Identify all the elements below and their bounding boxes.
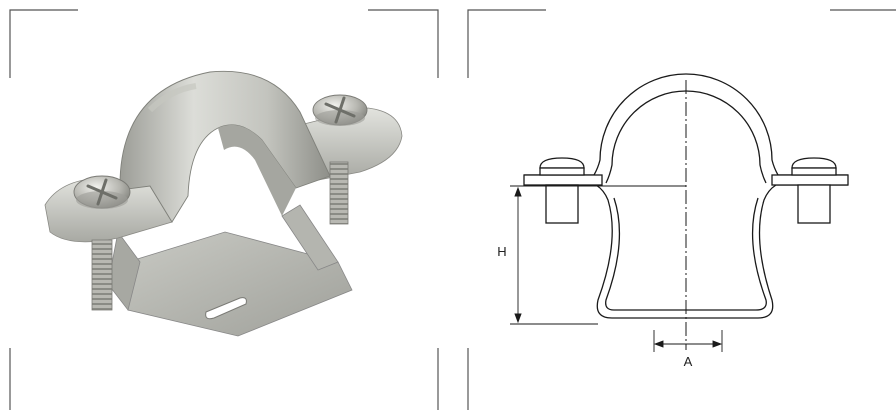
dimension-h-label: H	[497, 244, 506, 259]
technical-drawing-panel: H A	[448, 0, 896, 418]
photo-frame-marks	[9, 9, 439, 410]
dimension-a-label: A	[684, 354, 693, 369]
pipe-clamp-cross-section	[523, 73, 849, 319]
pipe-clamp-photo	[44, 70, 403, 337]
technical-drawing: H A	[467, 9, 896, 410]
product-photo	[9, 9, 439, 410]
dimension-a	[653, 330, 723, 352]
drawing-frame-marks	[467, 9, 896, 410]
product-photo-panel	[9, 9, 439, 410]
dimension-h	[510, 185, 686, 325]
